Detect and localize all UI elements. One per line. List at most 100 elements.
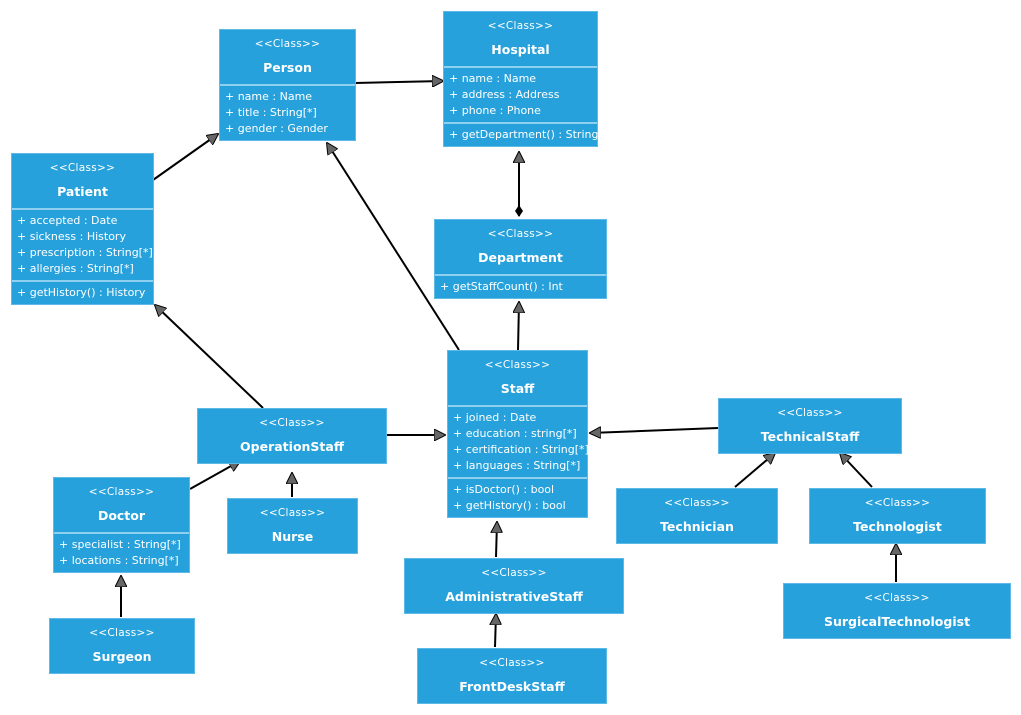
class-header: <<Class>> Person xyxy=(220,30,355,84)
class-header: <<Class>> Technologist xyxy=(810,489,985,543)
class-attribute: + locations : String[*] xyxy=(59,554,179,567)
association-arrow-staff-to-department xyxy=(518,302,519,351)
class-operation: + isDoctor() : bool xyxy=(453,483,555,496)
class-stereotype: <<Class>> xyxy=(777,407,843,419)
class-attribute: + prescription : String[*] xyxy=(17,246,153,259)
class-stereotype: <<Class>> xyxy=(487,228,554,240)
class-attribute: + allergies : String[*] xyxy=(17,262,134,275)
class-box-frontdeskstaff[interactable]: <<Class>> FrontDeskStaff xyxy=(417,648,607,704)
class-stereotype: <<Class>> xyxy=(479,657,545,669)
class-stereotype: <<Class>> xyxy=(864,497,931,509)
class-attribute: + education : string[*] xyxy=(453,427,577,440)
class-attribute: + phone : Phone xyxy=(449,104,541,117)
class-name: TechnicalStaff xyxy=(760,429,860,444)
class-name: Department xyxy=(478,250,563,265)
class-name: FrontDeskStaff xyxy=(459,679,565,694)
class-attribute: + languages : String[*] xyxy=(453,459,581,472)
class-attributes: + name : Name + address : Address + phone … xyxy=(444,66,597,122)
class-name: SurgicalTechnologist xyxy=(823,614,971,629)
class-box-technologist[interactable]: <<Class>> Technologist xyxy=(809,488,986,544)
class-name: Nurse xyxy=(271,529,314,544)
class-header: <<Class>> TechnicalStaff xyxy=(719,399,901,453)
class-header: <<Class>> SurgicalTechnologist xyxy=(784,584,1010,638)
class-operations: + getDepartment() : String xyxy=(444,122,599,146)
class-header: <<Class>> Staff xyxy=(448,351,587,405)
class-name: Patient xyxy=(57,184,108,199)
class-header: <<Class>> FrontDeskStaff xyxy=(418,649,606,703)
class-header: <<Class>> OperationStaff xyxy=(198,409,386,463)
generalization-arrow-staff-to-person xyxy=(327,143,460,351)
class-stereotype: <<Class>> xyxy=(89,627,155,639)
class-name: Staff xyxy=(500,381,535,396)
class-stereotype: <<Class>> xyxy=(864,592,930,604)
class-box-person[interactable]: <<Class>> Person + name : Name+ title : St… xyxy=(219,29,356,141)
class-box-administrativestaff[interactable]: <<Class>> AdministrativeStaff xyxy=(404,558,624,614)
class-header: <<Class>> Technician xyxy=(617,489,777,543)
class-name: Surgeon xyxy=(92,649,152,664)
association-arrow-operationstaff-to-patient xyxy=(155,305,264,409)
class-name: OperationStaff xyxy=(240,439,344,454)
class-attribute: + joined : Date xyxy=(453,411,537,424)
class-attribute: + sickness : History xyxy=(17,230,126,243)
class-operations: + getStaffCount() : Int xyxy=(435,274,606,298)
class-attribute: + name : Name xyxy=(225,90,313,103)
class-stereotype: <<Class>> xyxy=(259,507,326,519)
class-box-surgicaltechnologist[interactable]: <<Class>> SurgicalTechnologist xyxy=(783,583,1011,639)
class-box-staff[interactable]: <<Class>> Staff + joined : Date + education… xyxy=(447,350,589,518)
class-attributes: + accepted : Date + sickness : History + p… xyxy=(12,208,153,280)
class-name: Doctor xyxy=(97,508,146,523)
class-attributes: + name : Name+ title : String[*]+ gender… xyxy=(220,84,355,140)
class-stereotype: <<Class>> xyxy=(487,20,554,32)
class-attributes: + specialist : String[*] + locations : St… xyxy=(54,532,189,572)
class-stereotype: <<Class>> xyxy=(664,497,730,509)
class-name: Technician xyxy=(660,519,734,534)
generalization-arrow-patient-to-person xyxy=(152,134,218,181)
class-box-hospital[interactable]: <<Class>> Hospital + name : Name + address … xyxy=(443,11,598,147)
class-header: <<Class>> Doctor xyxy=(54,478,189,532)
generalization-arrow-technicalstaff-to-staff xyxy=(590,428,719,433)
class-stereotype: <<Class>> xyxy=(49,162,116,174)
class-attribute: + accepted : Date xyxy=(17,214,118,227)
class-stereotype: <<Class>> xyxy=(481,567,547,579)
class-box-surgeon[interactable]: <<Class>> Surgeon xyxy=(49,618,195,674)
class-header: <<Class>> Hospital xyxy=(444,12,597,66)
class-box-department[interactable]: <<Class>> Department + getStaffCount() : I… xyxy=(434,219,607,299)
class-operation: + getStaffCount() : Int xyxy=(440,280,563,293)
class-operation: + getDepartment() : String xyxy=(449,128,599,141)
class-attribute: + address : Address xyxy=(449,88,560,101)
class-header: <<Class>> Nurse xyxy=(228,499,357,553)
class-operation: + getHistory() : bool xyxy=(453,499,566,512)
class-attributes: + joined : Date + education : string[*] + … xyxy=(448,405,589,477)
generalization-arrow-frontdeskstaff-to-administrativestaff xyxy=(495,614,496,648)
class-stereotype: <<Class>> xyxy=(484,359,551,371)
class-operation: + getHistory() : History xyxy=(17,286,146,299)
class-box-technician[interactable]: <<Class>> Technician xyxy=(616,488,778,544)
class-stereotype: <<Class>> xyxy=(259,417,325,429)
class-header: <<Class>> Patient xyxy=(12,154,153,208)
class-attribute: + name : Name xyxy=(449,72,537,85)
class-header: <<Class>> Department xyxy=(435,220,606,274)
association-arrow-person-to-hospital xyxy=(354,81,443,83)
class-attribute: + certification : String[*] xyxy=(453,443,589,456)
class-box-operationstaff[interactable]: <<Class>> OperationStaff xyxy=(197,408,387,464)
class-header: <<Class>> Surgeon xyxy=(50,619,194,673)
class-operations: + getHistory() : History xyxy=(12,280,153,304)
class-box-nurse[interactable]: <<Class>> Nurse xyxy=(227,498,358,554)
generalization-arrow-administrativestaff-to-staff xyxy=(496,522,497,558)
class-attribute: + specialist : String[*] xyxy=(59,538,181,551)
class-name: Person xyxy=(263,60,312,75)
class-box-patient[interactable]: <<Class>> Patient + accepted : Date + sickn… xyxy=(11,153,154,305)
class-name: AdministrativeStaff xyxy=(445,589,583,604)
class-operations: + isDoctor() : bool + getHistory() : bool xyxy=(448,477,587,517)
generalization-arrow-technician-to-technicalstaff xyxy=(734,453,775,488)
class-box-doctor[interactable]: <<Class>>Doctor+ specialist : String[*]+… xyxy=(53,477,190,573)
class-box-technicalstaff[interactable]: <<Class>> TechnicalStaff xyxy=(718,398,902,454)
class-header: <<Class>> AdministrativeStaff xyxy=(405,559,623,613)
class-attribute: + gender : Gender xyxy=(225,122,328,135)
class-name: Hospital xyxy=(491,42,550,57)
generalization-arrow-technologist-to-technicalstaff xyxy=(840,453,873,488)
class-name: Technologist xyxy=(853,519,942,534)
class-stereotype: <<Class>> xyxy=(88,486,155,498)
class-stereotype: <<Class>> xyxy=(254,38,321,50)
